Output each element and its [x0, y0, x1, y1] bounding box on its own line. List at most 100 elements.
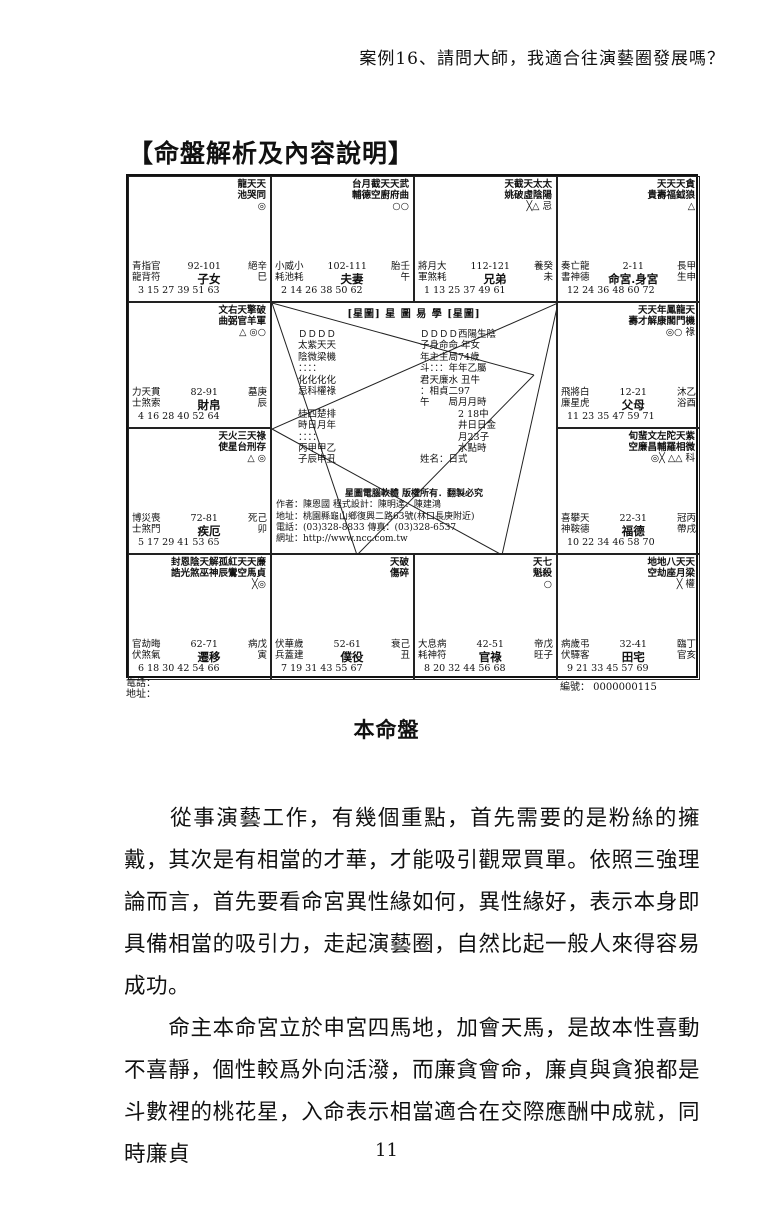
star-marks: ○○ [392, 200, 409, 212]
palace-footer-text: 伏華歲 [275, 638, 304, 650]
palace-footer-text: 午 [400, 271, 410, 283]
palace-footer-text: 52-61 [333, 638, 361, 650]
palace-footer-text: 帶戌 [676, 523, 696, 535]
palace-footer-text: 長甲 [676, 260, 696, 272]
publisher-line: 作者：陳恩國 程式設計：陳明達．陳建鴻 [276, 500, 441, 511]
palace-footer-text: 冠丙 [676, 512, 696, 524]
star-marks: △ [687, 200, 695, 212]
palace-footer-text: 2-11 [622, 260, 644, 272]
palace-footer-text: 官亥 [676, 649, 696, 661]
palace-name: 僕役 [340, 649, 364, 664]
palace-footer-text: 士煞門 [132, 523, 161, 535]
palace-stars: 天截天太太姚破虛陰陽╳△ 忌 [418, 179, 552, 213]
palace-name: 父母 [621, 397, 645, 412]
palace-stars: 天天年鳳龍天壽才解康閣門機◎○ 祿 [561, 305, 695, 339]
palace-footer-text: 巳 [257, 271, 267, 283]
center-left-line [298, 397, 336, 408]
palace-stars: 龍天天池哭同◎ [132, 179, 266, 213]
palace-footer-text: 丑 [400, 649, 410, 661]
palace-footer-text: 伏驛客 [561, 649, 590, 661]
star-line: 封恩陰天解孤紅天天廉 [170, 557, 266, 568]
palace-footer-text: 胎壬 [390, 260, 410, 272]
palace-footer-text: 92-101 [187, 260, 221, 272]
center-left-line: 桂四楚排 [298, 408, 337, 420]
palace-footer-text: 喜攀天 [561, 512, 590, 524]
palace-footer-text: 寅 [257, 649, 267, 661]
palace-footer-text: 浴酉 [676, 397, 696, 409]
star-marks: ╳◎ [251, 578, 266, 590]
center-right-line: 午 局月月時 [420, 397, 487, 409]
star-line: 壽才解康閣門機 [628, 315, 695, 327]
star-line: 台月截天天武 [351, 179, 409, 190]
palace-footer-text: 耗神符 [418, 649, 447, 661]
palace-ages: 3 15 27 39 51 63 [138, 285, 220, 297]
palace-stars: 旬蜚文左陀天紫空廉昌輔羅相微◎╳ △△ 科 [561, 431, 695, 465]
palace-footer-text: 82-91 [190, 386, 218, 398]
palace-footer-text: 軍煞耗 [418, 271, 447, 283]
palace-footer-text: 12-21 [619, 386, 647, 398]
page-number: 11 [375, 1140, 398, 1161]
center-right-line: 年主主局74歲 [420, 351, 480, 363]
palace-footer-text: 博災喪 [132, 512, 161, 524]
palace-footer-text: 卯 [257, 523, 267, 535]
palace-footer-text: 病歲弔 [561, 638, 590, 650]
star-line: 天天天貪 [656, 179, 695, 190]
palace-footer-text: 兵蓋建 [275, 649, 304, 661]
palace-footer-text: 官劫晦 [132, 638, 161, 650]
center-right-line: 2 18中 [420, 408, 489, 420]
palace-footer-text: 奏亡龍 [561, 260, 590, 272]
star-line: 天天年鳳龍天 [637, 305, 695, 316]
palace-footer-text: 旺子 [533, 649, 553, 661]
star-marks: △ ◎○ [239, 326, 266, 338]
star-line: 誥光煞巫神辰鸞空馬貞 [170, 567, 266, 579]
star-line: 空劫座月梁 [647, 567, 695, 579]
star-line: 天截天太太 [504, 179, 552, 190]
center-right-line: 姓名：日式 [420, 454, 468, 466]
palace-name: 財帛 [197, 397, 221, 412]
center-right-line: 斗：：：年年乙屬 [420, 363, 487, 375]
publisher-line: 地址：桃園縣龜山鄉復興二路63號(林口長庚附近) [276, 511, 475, 522]
palace-footer-text: 死己 [247, 512, 267, 524]
star-line: 魁殺 [532, 567, 552, 579]
palace-footer-text: 飛將白 [561, 386, 590, 398]
publisher-line: 電話：(03)328-8833 傳真：(03)328-6537 [276, 522, 457, 533]
center-left-line: 化化化化 [298, 374, 337, 386]
center-right-line: 月23子 [420, 431, 490, 443]
palace-name: 兄弟 [483, 271, 507, 286]
chart-contact-labels: 電話： 地址： [126, 678, 156, 700]
star-marks: ◎○ 祿 [665, 326, 695, 338]
star-line: 空廉昌輔羅相微 [628, 441, 695, 453]
palace-footer-text: 帝戊 [533, 638, 553, 650]
palace-ages: 6 18 30 42 54 66 [138, 663, 220, 675]
palace-ages: 5 17 29 41 53 65 [138, 537, 220, 549]
section-title: 【命盤解析及內容說明】 [128, 139, 415, 168]
center-right-line: 水點時 [420, 442, 487, 454]
palace-footer-text: 神鞍德 [561, 523, 590, 535]
palace-stars: 地地八天天空劫座月梁╳ 權 [561, 557, 695, 591]
palace-footer-text: 臨丁 [676, 638, 696, 650]
star-line: 使星台刑存 [218, 441, 266, 453]
palace-footer-text: 墓庚 [247, 386, 267, 398]
center-right-line: 井日日金 [420, 420, 497, 432]
palace-footer-text: 力天貫 [132, 386, 161, 398]
palace-stars: 台月截天天武輔德空廚府曲○○ [275, 179, 409, 213]
palace-stars: 封恩陰天解孤紅天天廉誥光煞巫神辰鸞空馬貞╳◎ [132, 557, 266, 591]
palace-footer-text: 102-111 [327, 260, 367, 272]
star-line: 姚破虛陰陽 [504, 189, 552, 201]
center-right-line: 子身命命 年女 [420, 340, 481, 352]
center-title: [星圖] 星 圖 易 學 [星圖] [347, 309, 481, 320]
center-left-line: 陰微梁機 [298, 351, 337, 363]
palace-name: 命宮.身宮 [608, 271, 659, 286]
chart-caption: 本命盤 [353, 717, 420, 742]
paragraph: 從事演藝工作，有幾個重點，首先需要的是粉絲的擁戴，其次是有相當的才華，才能吸引觀… [124, 806, 700, 999]
